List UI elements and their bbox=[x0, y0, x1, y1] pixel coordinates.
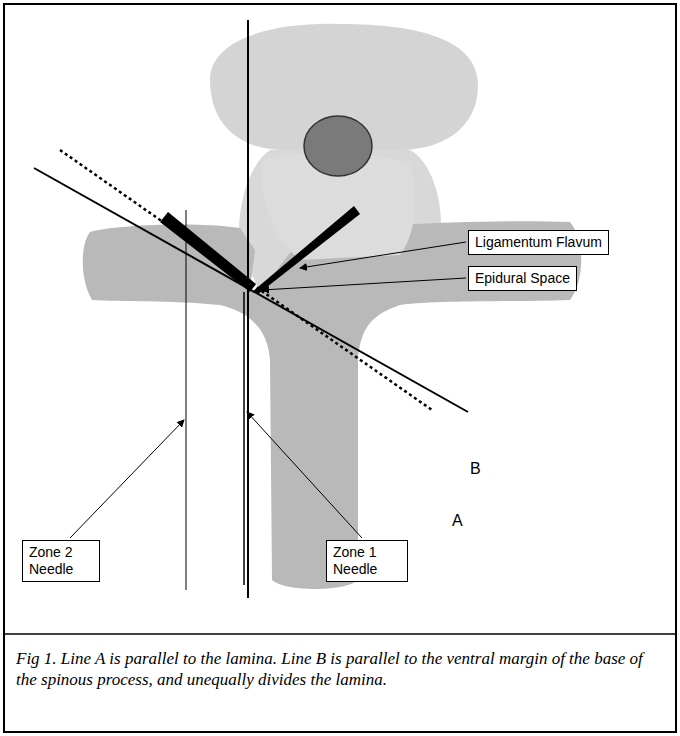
line-label: B bbox=[470, 460, 481, 478]
frame bbox=[4, 4, 676, 732]
line-a bbox=[60, 150, 432, 410]
leader-line bbox=[300, 242, 466, 268]
box-text: Zone 2 Needle bbox=[29, 544, 93, 578]
label-box: Zone 1 Needle bbox=[326, 540, 408, 582]
spinal-cord bbox=[304, 116, 372, 176]
posterior-arch bbox=[83, 221, 582, 589]
label-box: Epidural Space bbox=[468, 266, 577, 291]
box-text: Epidural Space bbox=[475, 270, 570, 287]
line-label: A bbox=[452, 512, 463, 530]
label-box: Ligamentum Flavum bbox=[468, 230, 609, 255]
ligamentum-flavum-left bbox=[160, 212, 256, 292]
zone-2-needle-line bbox=[186, 210, 187, 590]
frame-divider bbox=[4, 633, 676, 635]
leader-line bbox=[70, 420, 184, 538]
box-text: Zone 1 Needle bbox=[333, 544, 401, 578]
ligamentum-flavum-right bbox=[252, 206, 360, 294]
box-text: Ligamentum Flavum bbox=[475, 234, 602, 251]
line-b bbox=[34, 168, 468, 412]
zone-1-needle-line bbox=[243, 292, 245, 585]
leader-line bbox=[247, 412, 362, 538]
label-box: Zone 2 Needle bbox=[22, 540, 100, 582]
figure-caption: Fig 1. Line A is parallel to the lamina.… bbox=[16, 648, 656, 690]
leader-line bbox=[262, 278, 466, 290]
midline bbox=[247, 20, 249, 598]
